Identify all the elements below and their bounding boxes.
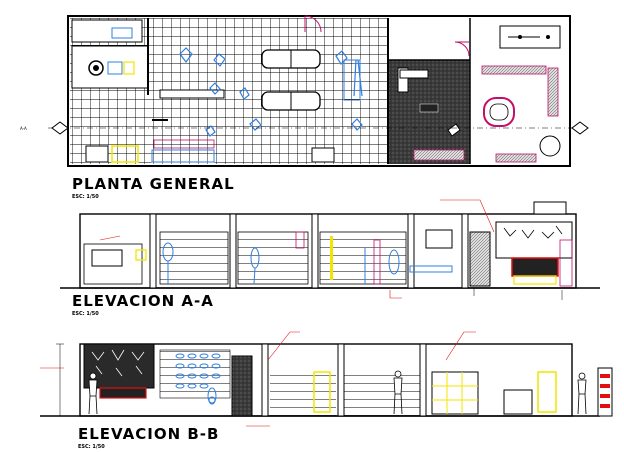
elevation-aa [60, 199, 600, 300]
elevation-aa-scale: ESC: 1/50 [72, 311, 99, 317]
yellow-frame-2 [537, 371, 557, 413]
office-room [71, 45, 149, 89]
cash-counter [483, 97, 515, 127]
elevation-aa-title: ELEVACION A-A [72, 292, 214, 310]
floor-plan: A-A [20, 15, 590, 167]
plan-yellow-display [111, 145, 139, 163]
plan-outer-wall [67, 15, 571, 167]
yellow-frame-1 [313, 371, 331, 413]
plan-scale: ESC: 1/50 [72, 194, 99, 200]
plan-title: PLANTA GENERAL [72, 175, 235, 193]
office-chair-icon [88, 60, 104, 76]
section-marker-left-icon [51, 121, 69, 135]
mannequin-icons [179, 47, 363, 137]
dark-column [231, 355, 253, 417]
section-mark-label: A-A [20, 126, 27, 131]
section-marker-right-icon [571, 121, 589, 135]
elevation-aa-outline [79, 213, 577, 289]
store-room [71, 19, 143, 43]
elevation-aa-figures [162, 242, 453, 285]
elevation-aa-red-unit [511, 257, 559, 277]
shoe-display-icons [175, 353, 221, 405]
elevation-bb [40, 331, 613, 427]
entrance-door-icon [304, 15, 322, 33]
elevation-bb-scale: ESC: 1/50 [78, 444, 105, 450]
human-figure-icons [88, 370, 587, 415]
round-fixture [539, 135, 561, 157]
elevation-bb-title: ELEVACION B-B [78, 425, 219, 443]
